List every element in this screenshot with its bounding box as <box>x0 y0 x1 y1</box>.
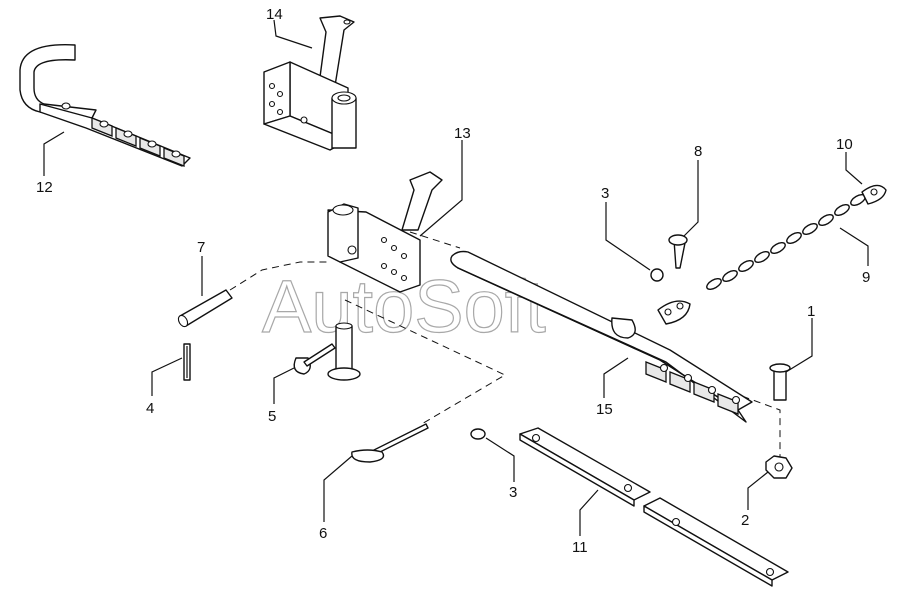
callout-6: 6 <box>319 525 327 542</box>
part-3-washer-upper <box>650 268 664 282</box>
part-2-nut <box>765 455 793 479</box>
part-4-spring-pin <box>183 343 191 381</box>
callout-1: 1 <box>807 303 815 320</box>
callout-2: 2 <box>741 512 749 529</box>
part-13-bracket <box>327 171 443 293</box>
part-7-pin <box>177 289 233 328</box>
part-1-bolt <box>769 363 791 401</box>
callout-10: 10 <box>836 136 853 153</box>
part-6-long-pin <box>351 423 429 463</box>
callout-3-lower: 3 <box>509 484 517 501</box>
callout-15: 15 <box>596 401 613 418</box>
assembly-dashed-lines <box>229 231 781 465</box>
part-8-clevis-pin <box>657 234 691 325</box>
callout-9: 9 <box>862 269 870 286</box>
callout-3-upper: 3 <box>601 185 609 202</box>
part-9-chain <box>706 194 866 290</box>
part-5-lynch-pin <box>293 343 336 375</box>
part-14-bracket <box>263 15 357 151</box>
callout-14: 14 <box>266 6 283 23</box>
part-11-flat-bars <box>519 427 789 587</box>
callout-5: 5 <box>268 408 276 425</box>
callout-7: 7 <box>197 239 205 256</box>
callout-4: 4 <box>146 400 154 417</box>
part-12-hook-drawbar <box>19 44 191 167</box>
part-central-pin <box>327 322 361 381</box>
callout-11: 11 <box>572 539 588 556</box>
part-10-chain-shackle <box>861 184 887 205</box>
leader-lines <box>43 19 869 536</box>
callout-8: 8 <box>694 143 702 160</box>
callout-12: 12 <box>36 179 53 196</box>
part-3-snap-ring-lower <box>470 428 486 440</box>
callout-labels: 1 2 3 3 4 5 6 7 8 9 10 11 12 13 14 15 <box>36 6 870 556</box>
part-15-drawbar <box>450 250 753 423</box>
callout-13: 13 <box>454 125 471 142</box>
